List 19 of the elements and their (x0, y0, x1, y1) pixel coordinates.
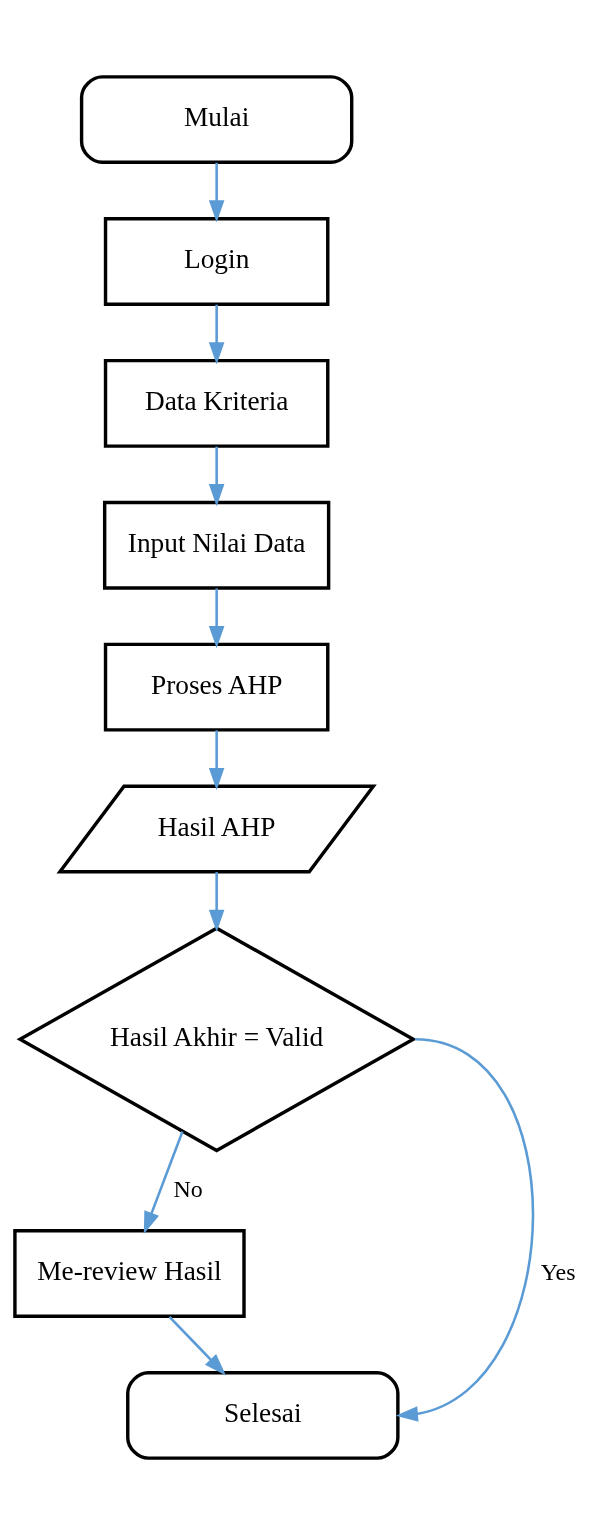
arrow (168, 1315, 226, 1376)
node-box: Data Kriteria (103, 358, 330, 448)
node-box: Me-review Hasil (13, 1229, 246, 1318)
node-diamond: Hasil Akhir = Valid (16, 926, 417, 1153)
arrow (208, 730, 225, 791)
node-box: Input Nilai Data (102, 500, 331, 590)
node-box: Mulai (79, 75, 354, 165)
node-box: Login (103, 217, 330, 306)
arrow (208, 446, 225, 507)
arrow (208, 588, 225, 649)
edge-label: Yes (540, 1258, 576, 1285)
arrow (208, 304, 225, 365)
node-box: Proses AHP (103, 642, 330, 732)
arrow (143, 1131, 184, 1234)
node-box: Selesai (126, 1370, 400, 1460)
arrow (208, 162, 225, 223)
arrow (208, 872, 225, 933)
arrow (395, 1038, 535, 1422)
edge-label: No (173, 1175, 203, 1202)
